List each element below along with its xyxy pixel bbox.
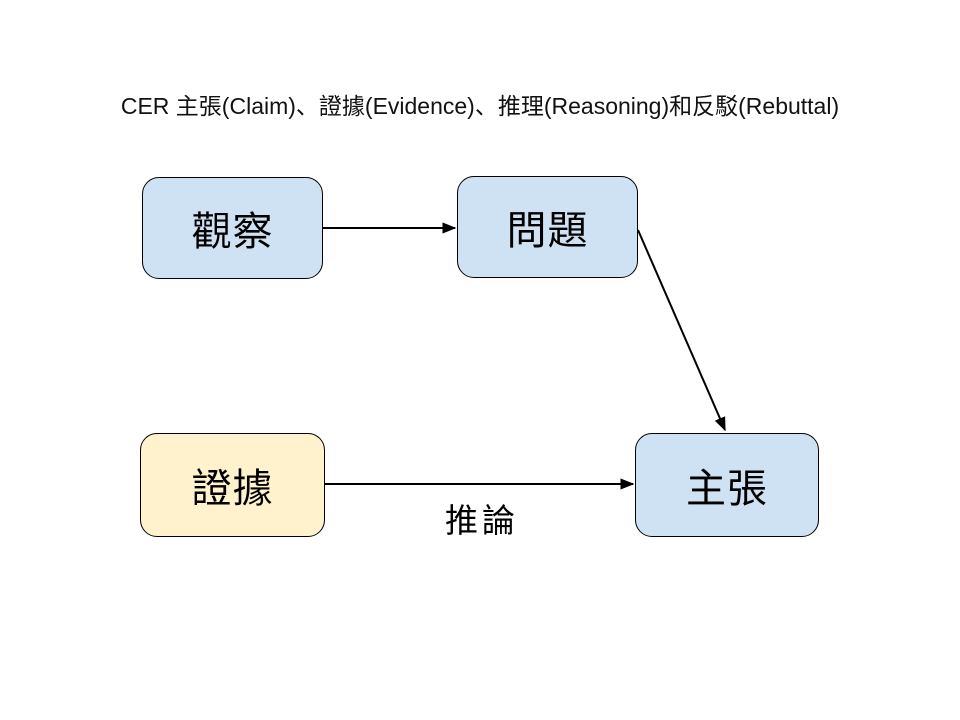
page-title: CER 主張(Claim)、證據(Evidence)、推理(Reasoning)… bbox=[120, 93, 840, 119]
node-observation[interactable]: 觀察 bbox=[142, 177, 323, 279]
node-question-label: 問題 bbox=[506, 209, 589, 253]
node-evidence-label: 證據 bbox=[191, 467, 274, 511]
node-observation-label: 觀察 bbox=[191, 210, 274, 254]
node-evidence[interactable]: 證據 bbox=[140, 433, 325, 537]
node-question[interactable]: 問題 bbox=[457, 176, 638, 278]
edge-label-inference: 推論 bbox=[445, 502, 519, 539]
node-claim-label: 主張 bbox=[686, 467, 768, 511]
node-claim[interactable]: 主張 bbox=[635, 433, 819, 537]
arrow-question-to-claim bbox=[637, 229, 726, 432]
